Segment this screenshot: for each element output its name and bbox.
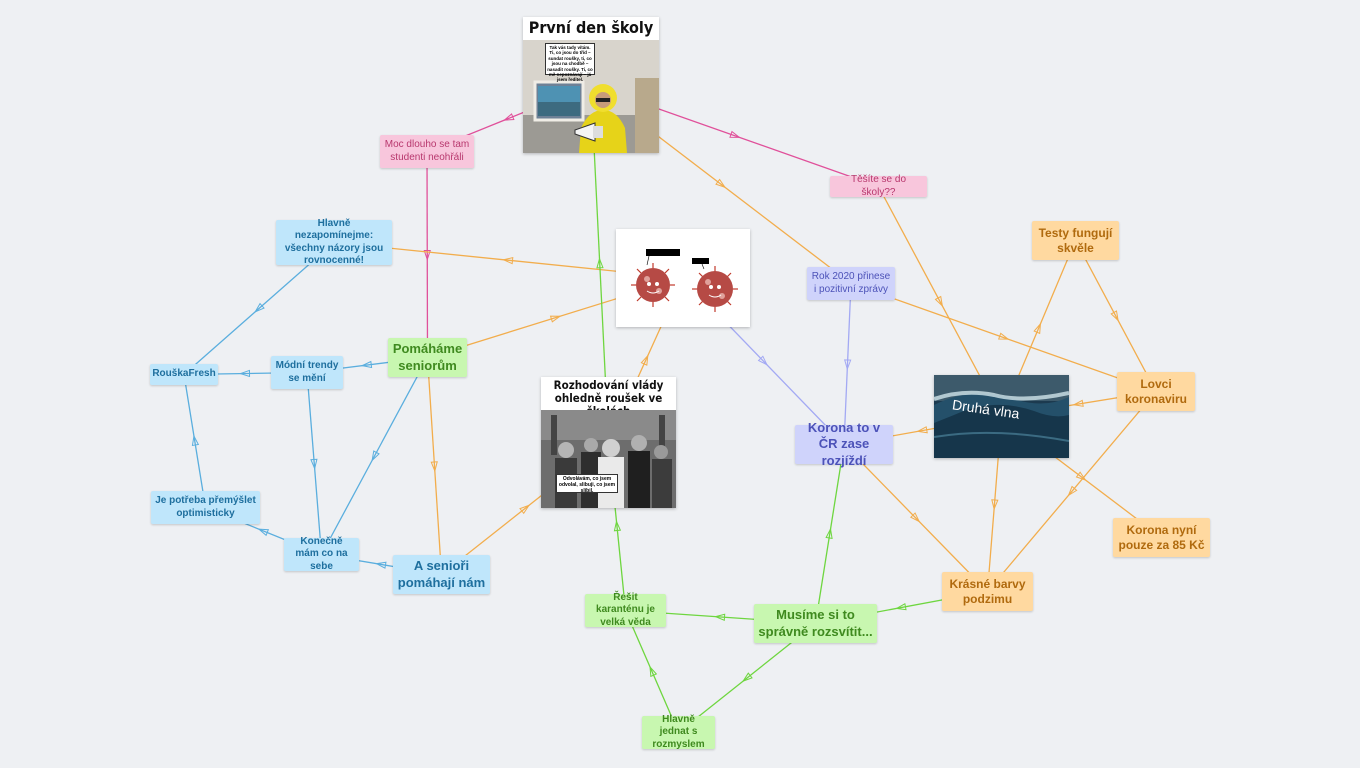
node-modni-trendy[interactable]: Módní trendy se mění: [271, 356, 343, 389]
arrowhead-icon: [729, 130, 741, 138]
meme-title: První den školy: [528, 18, 654, 37]
connector-n_pomahame-n_a_seniori: [426, 357, 443, 575]
node-testy-funguji[interactable]: Testy fungují skvěle: [1032, 221, 1119, 260]
arrowhead-icon: [371, 450, 380, 462]
node-lovci-koronaviru[interactable]: Lovci koronaviru: [1117, 372, 1195, 411]
arrowhead-icon: [501, 257, 514, 265]
connector-n_rok2020-n_korona_cr: [843, 283, 852, 445]
connector-n_rok2020-n_lovci: [850, 282, 1157, 393]
arrowhead-icon: [257, 528, 270, 537]
arrowhead-icon: [360, 360, 373, 369]
arrowhead-icon: [825, 527, 833, 540]
druha-vlna-image-card[interactable]: Druhá vlna: [934, 375, 1069, 458]
arrowhead-icon: [757, 355, 769, 366]
node-a-seniori-pomahaji[interactable]: A senioři pomáhají nám: [393, 555, 490, 594]
arrowhead-icon: [596, 257, 604, 269]
meme-card-rozhodovani[interactable]: Rozhodování vlády ohledně roušek ve škol…: [541, 377, 676, 508]
node-resit-karantenu[interactable]: Řešit karanténu je velká věda: [585, 592, 666, 628]
arrowhead-icon: [715, 178, 727, 189]
connector-n_moc_dlouho-n_pomahame: [426, 151, 429, 358]
connector-n_lovci-n_krasne: [987, 391, 1157, 592]
arrowhead-icon: [998, 332, 1010, 340]
node-krasne-barvy[interactable]: Krásné barvy podzimu: [942, 572, 1033, 611]
arrowhead-icon: [640, 354, 649, 366]
node-moc-dlouho[interactable]: Moc dlouho se tam studenti neohřáli: [380, 135, 474, 168]
arrowhead-icon: [844, 359, 852, 371]
node-korona-v-cr[interactable]: Korona to v ČR zase rozjíždí: [795, 420, 893, 468]
arrowhead-icon: [1072, 399, 1084, 407]
connector-n_hlavne_jednat-n_resit: [624, 610, 680, 733]
node-je-potreba[interactable]: Je potřeba přemýšlet optimisticky: [151, 491, 260, 524]
big-wave-image: [934, 375, 1069, 458]
connector-n_korona_cr-n_krasne: [843, 444, 988, 592]
connector-n_modni-n_konecne: [306, 372, 323, 555]
two-coronavirus-cartoon-image: [616, 229, 750, 327]
arrowhead-icon: [1033, 322, 1042, 335]
node-hlavne-nezapominejme[interactable]: Hlavně nezapomínejme: všechny názory jso…: [276, 218, 392, 266]
meme-card-prvni-den[interactable]: První den školy Tak vás tady vítám. Ti, …: [523, 17, 659, 153]
arrowhead-icon: [310, 458, 318, 471]
node-rouskafresh[interactable]: RouškaFresh: [150, 364, 218, 385]
arrowhead-icon: [423, 249, 431, 262]
arrowhead-icon: [916, 426, 928, 434]
arrowhead-icon: [375, 561, 387, 569]
node-hlavne-jednat[interactable]: Hlavně jednat s rozmyslem: [642, 714, 715, 750]
arrowhead-icon: [649, 665, 658, 678]
connector-n_musime-n_korona_cr: [814, 444, 845, 624]
arrowhead-icon: [713, 613, 726, 621]
arrowhead-icon: [909, 512, 921, 523]
node-tesite-se-do-skoly[interactable]: Těšíte se do školy??: [830, 174, 927, 198]
node-konecne-mam[interactable]: Konečně mám co na sebe: [284, 536, 359, 572]
arrowhead-icon: [238, 369, 251, 378]
arrowhead-icon: [254, 302, 265, 313]
arrowhead-icon: [502, 113, 515, 121]
meme-caption: Odvolávám, co jsem odvolal, slibuji, co …: [556, 474, 618, 494]
arrowhead-icon: [191, 434, 200, 447]
node-korona-nyni[interactable]: Korona nyní pouze za 85 Kč: [1113, 518, 1210, 557]
arrowhead-icon: [519, 504, 531, 515]
connector-n_pomahame-n_konecne: [320, 357, 429, 555]
arrowhead-icon: [1067, 485, 1078, 497]
connector-n_testy-n_lovci: [1074, 240, 1157, 392]
node-musime-si-to[interactable]: Musíme si to správně rozsvítit...: [754, 604, 877, 643]
arrowhead-icon: [991, 499, 999, 511]
node-rok-2020[interactable]: Rok 2020 přinese i pozitivní zprávy: [807, 267, 895, 300]
crowd-photo-image: [541, 410, 676, 508]
arrowhead-icon: [430, 461, 438, 473]
arrowhead-icon: [549, 315, 562, 323]
arrowhead-icon: [741, 672, 753, 683]
meme-caption: Tak vás tady vítám. Ti, co jsou do tříd …: [545, 43, 595, 82]
arrowhead-icon: [934, 295, 944, 308]
node-pomahame-seniorum[interactable]: Pomáháme seniorům: [388, 338, 467, 377]
virus-image-card[interactable]: [616, 229, 750, 327]
arrowhead-icon: [1075, 471, 1087, 481]
arrowhead-icon: [613, 519, 622, 532]
arrowhead-icon: [1110, 310, 1119, 322]
arrowhead-icon: [895, 603, 907, 611]
connector-n_je_potreba-n_rouskafresh: [183, 374, 207, 508]
